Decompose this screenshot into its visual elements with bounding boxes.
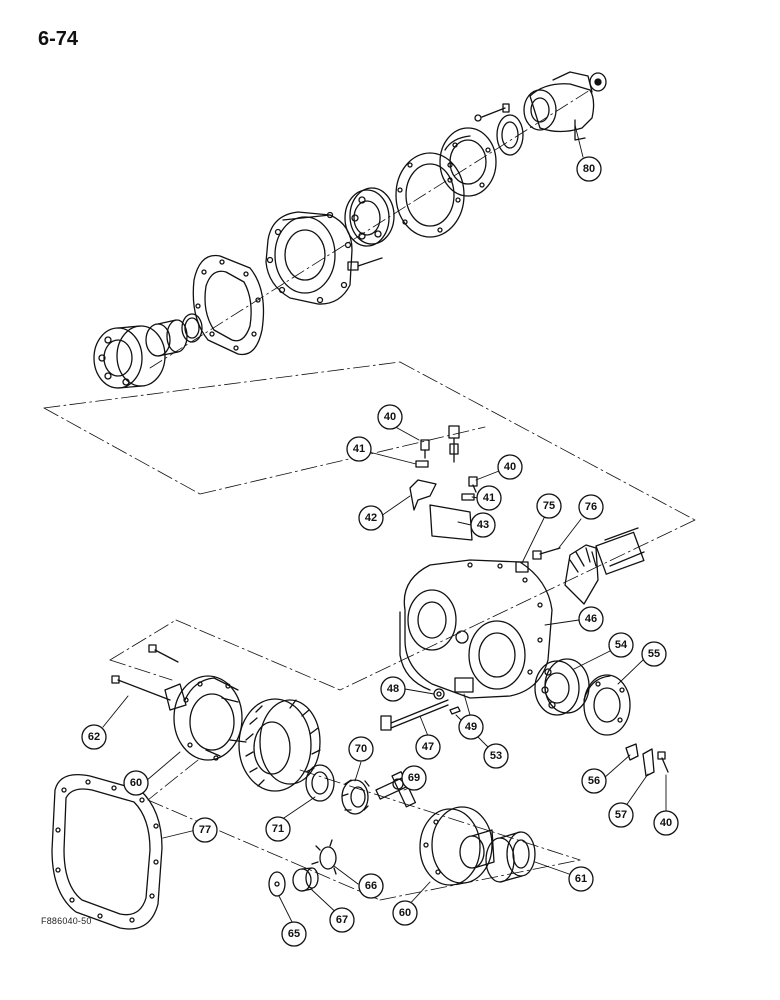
callout-46-label: 46 <box>585 613 597 625</box>
callout-54: 54 <box>608 632 634 658</box>
oil-seal-part <box>496 114 524 156</box>
figure-reference-code: F886040-50 <box>41 916 92 926</box>
callout-67: 67 <box>329 907 355 933</box>
callout-80-label: 80 <box>583 163 595 175</box>
callout-60b-label: 60 <box>399 907 411 919</box>
bearing-cap-part <box>439 127 497 197</box>
callout-66-label: 66 <box>365 880 377 892</box>
large-bearing-part <box>93 325 166 389</box>
callout-57-label: 57 <box>615 809 627 821</box>
callout-75: 75 <box>536 493 562 519</box>
callout-62: 62 <box>81 724 107 750</box>
callout-40c: 40 <box>653 810 679 836</box>
callout-48: 48 <box>380 676 406 702</box>
callout-60a-label: 60 <box>130 777 142 789</box>
yoke-housing-part <box>523 71 607 141</box>
lower-group-outline <box>109 619 581 901</box>
callout-55-label: 55 <box>648 648 660 660</box>
housing-gasket-part <box>192 254 265 356</box>
washer-65-part <box>268 871 286 897</box>
middle-group-outline <box>43 361 696 691</box>
pinion-gear-part <box>564 527 645 605</box>
callout-41a-label: 41 <box>353 443 365 455</box>
tapered-bearing-part <box>344 187 395 247</box>
callout-67-label: 67 <box>336 914 348 926</box>
bearing-54-part <box>534 658 590 716</box>
callout-40a: 40 <box>377 404 403 430</box>
callout-60a: 60 <box>123 770 149 796</box>
callout-40b-label: 40 <box>504 461 516 473</box>
upper-assembly <box>93 71 607 389</box>
callout-77: 77 <box>192 817 218 843</box>
callout-77-label: 77 <box>199 824 211 836</box>
callout-80: 80 <box>576 156 602 182</box>
callout-62-label: 62 <box>88 731 100 743</box>
callout-40c-label: 40 <box>660 817 672 829</box>
callout-56: 56 <box>581 768 607 794</box>
leader-lines <box>102 124 667 927</box>
callout-61-label: 61 <box>575 873 587 885</box>
callout-76: 76 <box>578 494 604 520</box>
callout-40b: 40 <box>497 454 523 480</box>
plug-bolt-part <box>515 547 561 573</box>
lock-plate-part <box>625 743 669 777</box>
callout-60b: 60 <box>392 900 418 926</box>
callout-71-label: 71 <box>272 823 284 835</box>
callout-69-label: 69 <box>408 772 420 784</box>
housing-bolt-part <box>347 257 383 271</box>
callout-70: 70 <box>348 736 374 762</box>
cover-gasket-77-part <box>51 773 163 930</box>
pinion-66-part <box>311 839 337 875</box>
callout-65: 65 <box>281 921 307 947</box>
thrust-washer-71-part <box>305 764 335 802</box>
callout-49: 49 <box>458 714 484 740</box>
flange-60-part <box>111 644 247 761</box>
side-gear-70-part <box>341 779 370 815</box>
callout-46: 46 <box>578 606 604 632</box>
pinion-67-part <box>292 867 319 892</box>
callout-55: 55 <box>641 641 667 667</box>
callout-65-label: 65 <box>288 928 300 940</box>
bearing-cup-part <box>145 319 188 357</box>
callout-70-label: 70 <box>355 743 367 755</box>
callout-47-label: 47 <box>422 741 434 753</box>
callout-43: 43 <box>470 512 496 538</box>
callout-66: 66 <box>358 873 384 899</box>
callout-40a-label: 40 <box>384 411 396 423</box>
callout-41a: 41 <box>346 436 372 462</box>
ring-gear-part <box>238 698 321 792</box>
callout-53: 53 <box>483 743 509 769</box>
callout-61: 61 <box>568 866 594 892</box>
bolt-part <box>474 103 510 122</box>
callout-57: 57 <box>608 802 634 828</box>
callout-69: 69 <box>401 765 427 791</box>
bearing-61-part <box>485 831 536 883</box>
callout-54-label: 54 <box>615 639 628 651</box>
callout-49-label: 49 <box>465 721 477 733</box>
callout-71: 71 <box>265 816 291 842</box>
flange-gasket-part <box>395 152 465 238</box>
diff-case-60-part <box>419 806 495 886</box>
callout-41b-label: 41 <box>483 492 495 504</box>
bearing-cap-55-part <box>583 674 631 736</box>
page-number: 6-74 <box>38 28 79 50</box>
axle-housing-part <box>265 211 353 305</box>
callout-41b: 41 <box>476 485 502 511</box>
callout-76-label: 76 <box>585 501 597 513</box>
callout-42: 42 <box>358 505 384 531</box>
callout-43-label: 43 <box>477 519 489 531</box>
callout-47: 47 <box>415 734 441 760</box>
callout-48-label: 48 <box>387 683 399 695</box>
callout-56-label: 56 <box>588 775 600 787</box>
callout-75-label: 75 <box>543 500 555 512</box>
callout-53-label: 53 <box>490 750 502 762</box>
callout-42-label: 42 <box>365 512 377 524</box>
center-case-part <box>399 559 553 699</box>
bracket-part <box>409 425 478 541</box>
